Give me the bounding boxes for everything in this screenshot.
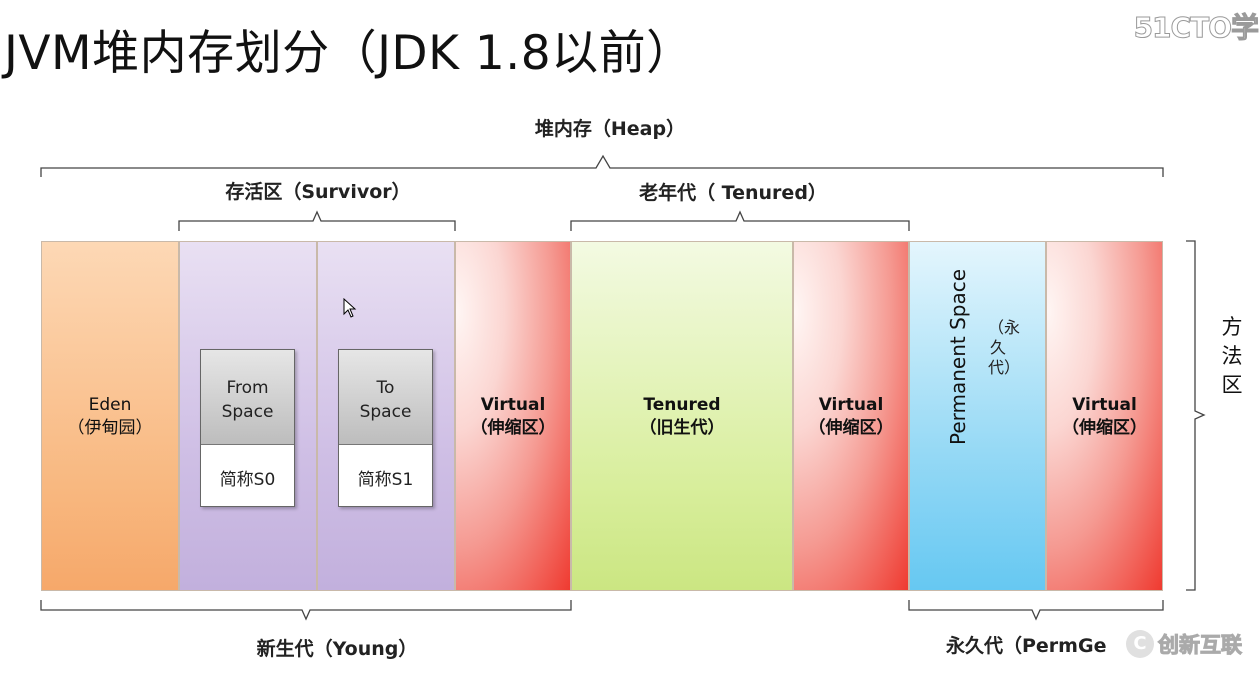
virtual-perm-subtitle: （伸缩区） [1062,418,1147,438]
permanent-space-sublabel: （永久代） [988,318,1021,377]
from-space-block: From Space 简称S0 [179,241,317,591]
from-abbrev: 简称S0 [219,470,276,490]
eden-block: Eden （伊甸园） [41,241,179,591]
to-space-word: Space [359,402,412,422]
tenured-block: Tenured （旧生代） [571,241,793,591]
heap-label: 堆内存（Heap） [534,118,686,140]
virtual-old-subtitle: （伸缩区） [808,418,894,438]
to-abbrev: 简称S1 [357,470,414,490]
to-title: To [376,378,395,398]
tenured-subtitle: （旧生代） [639,418,725,438]
to-space-box: To Space 简称S1 [338,349,433,507]
mouse-cursor-icon [343,298,357,318]
virtual-young-block: Virtual （伸缩区） [455,241,571,591]
virtual-young-subtitle: （伸缩区） [470,418,556,438]
watermark-bottom-text: 创新互联 [1158,633,1243,658]
from-title: From [226,378,269,398]
watermark-logo: 51CTO学 [1133,11,1259,45]
permgen-brace [908,600,1164,621]
from-space-box: From Space 简称S0 [200,349,295,507]
old-gen-label: 老年代（ Tenured） [639,182,827,204]
young-brace [40,600,572,621]
eden-subtitle: （伊甸园） [67,418,153,438]
page-title: JVM堆内存划分（JDK 1.8以前） [4,26,694,81]
virtual-old-block: Virtual （伸缩区） [793,241,909,591]
old-gen-brace [570,210,910,231]
to-space-block: To Space 简称S1 [317,241,455,591]
survivor-label: 存活区（Survivor） [225,181,411,203]
virtual-perm-title: Virtual [1072,395,1137,415]
method-area-label: 方法区 [1221,315,1243,397]
virtual-perm-block: Virtual （伸缩区） [1046,241,1163,591]
heap-brace [40,154,1164,177]
eden-title: Eden [88,395,132,415]
permgen-label: 永久代（PermGe [946,635,1107,657]
from-space-word: Space [221,402,274,422]
brand-logo-icon: C [1126,630,1154,658]
survivor-brace [178,210,456,231]
permanent-space-label: Permanent Space [946,268,970,445]
tenured-title: Tenured [643,395,721,415]
virtual-young-title: Virtual [480,395,546,415]
method-area-brace [1186,240,1206,591]
young-label: 新生代（Young） [256,638,418,660]
permanent-space-block: Permanent Space （永久代） [909,241,1046,591]
virtual-old-title: Virtual [818,395,884,415]
